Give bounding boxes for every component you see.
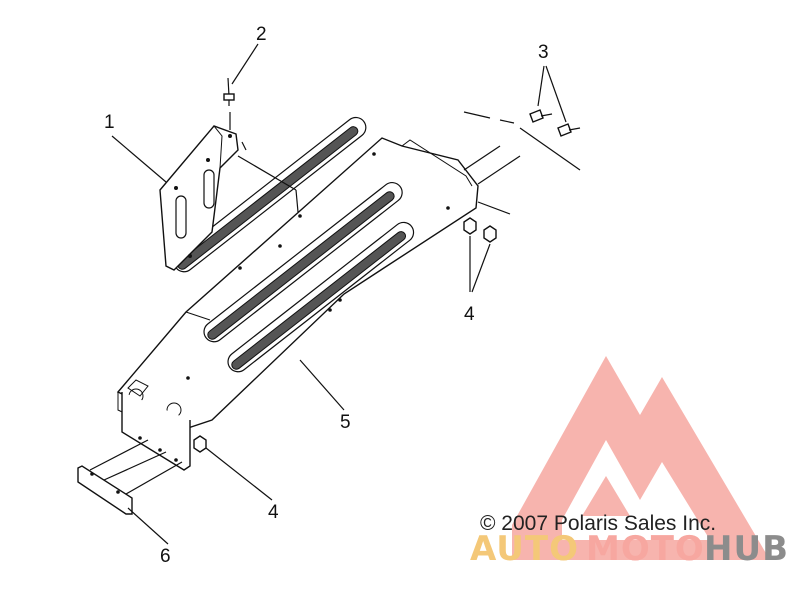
watermark-auto: AUTO xyxy=(470,529,579,569)
nuts-part-4 xyxy=(193,217,497,453)
callout-6: 6 xyxy=(160,546,171,567)
bolt-part-2 xyxy=(223,77,235,106)
callout-1: 1 xyxy=(104,112,115,133)
watermark-hub: HUB xyxy=(704,529,789,569)
rear-bracket xyxy=(121,392,191,471)
callout-5: 5 xyxy=(340,412,351,433)
callout-4-right: 4 xyxy=(464,304,475,325)
watermark-wordmark: AUTO MOTO HUB xyxy=(470,529,789,569)
skid-plate xyxy=(116,116,479,435)
copyright-text: © 2007 Polaris Sales Inc. xyxy=(480,512,716,535)
watermark-logo xyxy=(512,356,770,560)
plate-part-6 xyxy=(77,465,133,515)
watermark-moto: MOTO xyxy=(586,529,705,569)
bolts-part-3 xyxy=(529,109,581,137)
mounting-bracket xyxy=(159,125,239,271)
leader-lines xyxy=(89,43,581,545)
callout-4-left: 4 xyxy=(268,502,279,523)
callout-3: 3 xyxy=(538,42,549,63)
callout-2: 2 xyxy=(256,24,267,45)
